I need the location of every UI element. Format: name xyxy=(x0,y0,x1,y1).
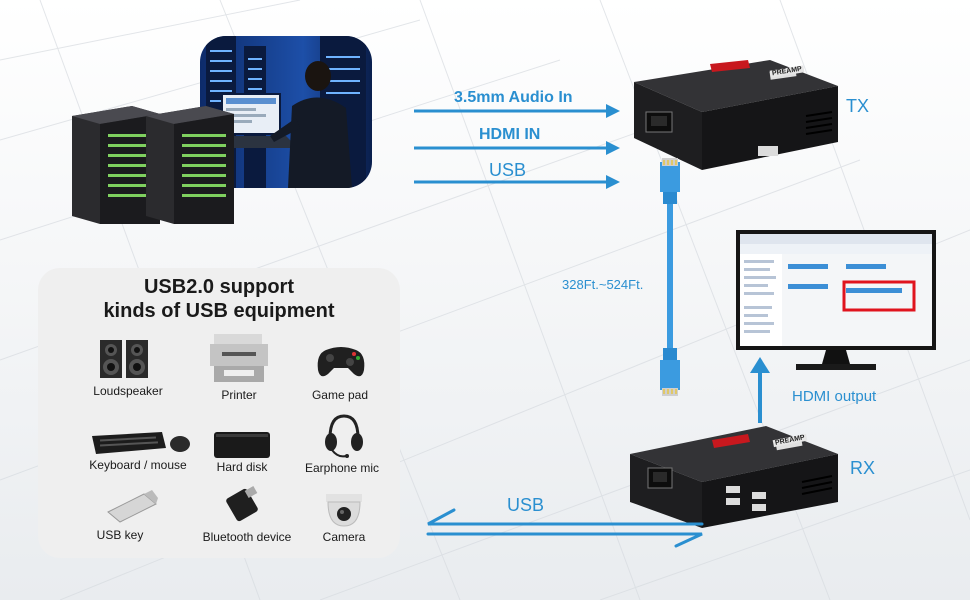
usb-arrow-right xyxy=(426,532,703,548)
bluetooth-device-icon xyxy=(226,486,258,522)
hdmi-in-arrowhead xyxy=(606,141,620,155)
ethernet-cable xyxy=(660,158,680,396)
device-label-gamepad: Game pad xyxy=(311,388,369,402)
device-label-camera: Camera xyxy=(322,530,366,544)
rj45-connector-bottom xyxy=(660,348,680,396)
panel-title-line1: USB2.0 support xyxy=(143,276,295,298)
rj45-connector-top xyxy=(660,158,680,204)
device-label-earphone-mic: Earphone mic xyxy=(304,461,380,475)
tx-usb-port xyxy=(758,146,778,156)
hdmi-output-arrow xyxy=(750,357,770,423)
printer-icon xyxy=(210,334,268,382)
loudspeaker-icon xyxy=(100,340,148,378)
device-label-usb-key: USB key xyxy=(96,528,144,542)
highlighted-drive-box xyxy=(842,280,916,312)
keyboard-mouse-icon xyxy=(92,432,190,454)
usb-bottom-label: USB xyxy=(507,495,545,515)
rx-usb-ports xyxy=(726,486,766,511)
cable-length-label: 328Ft.~524Ft. xyxy=(562,277,644,292)
input-arrows xyxy=(414,104,620,189)
hard-disk-icon xyxy=(214,432,270,458)
server-towers xyxy=(72,106,234,224)
tx-label: TX xyxy=(846,96,870,116)
device-label-loudspeaker: Loudspeaker xyxy=(93,384,163,398)
device-label-hard-disk: Hard disk xyxy=(216,460,268,474)
usb-arrow-left xyxy=(427,508,704,526)
hdmi-in-label: HDMI IN xyxy=(479,126,541,143)
device-label-printer: Printer xyxy=(221,388,257,402)
usb-in-arrowhead xyxy=(606,175,620,189)
audio-in-arrowhead xyxy=(606,104,620,118)
usb-bidirectional-arrows xyxy=(426,508,704,548)
usb-devices-panel: USB2.0 support kinds of USB equipment Lo… xyxy=(38,268,400,558)
rx-label: RX xyxy=(850,458,876,478)
audio-in-label: 3.5mm Audio In xyxy=(454,89,573,106)
device-label-bluetooth: Bluetooth device xyxy=(202,530,292,544)
tx-extender-unit xyxy=(634,60,838,170)
gamepad-icon xyxy=(317,347,365,377)
monitor xyxy=(736,230,936,370)
panel-title-line2: kinds of USB equipment xyxy=(103,300,335,322)
usb-in-label: USB xyxy=(489,160,527,180)
camera-icon xyxy=(326,494,362,527)
hdmi-output-label: HDMI output xyxy=(792,388,877,405)
usb-key-icon xyxy=(107,490,158,523)
device-label-keyboard-mouse: Keyboard / mouse xyxy=(89,458,187,472)
earphone-mic-icon xyxy=(325,414,363,458)
